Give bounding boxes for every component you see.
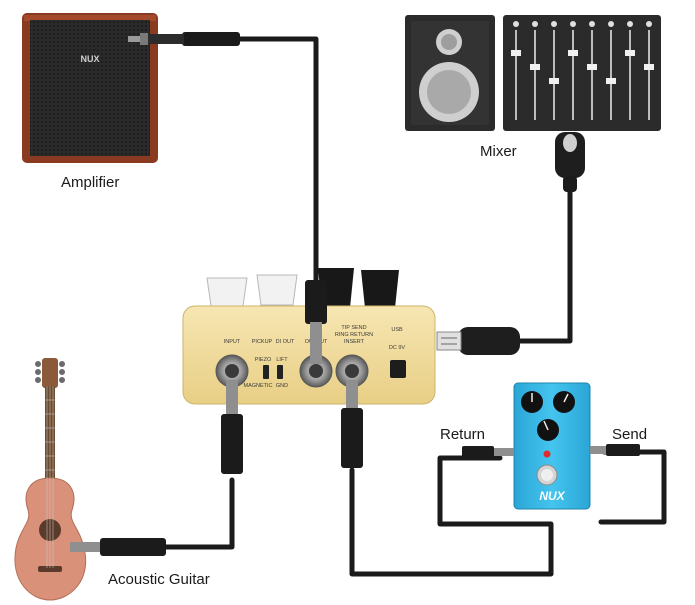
acoustic-guitar — [14, 358, 87, 601]
amplifier-label: Amplifier — [61, 174, 120, 191]
pickup-switch — [263, 365, 269, 379]
insert-plug — [341, 380, 363, 468]
pickup-label: PICKUP — [252, 339, 273, 345]
mixer-label: Mixer — [480, 143, 517, 160]
input-label: INPUT — [224, 339, 241, 345]
cable-guitar-to-input — [162, 477, 235, 550]
tip-send-label: TIP SEND — [341, 325, 366, 331]
magnetic-label: MAGNETIC — [243, 383, 272, 389]
return-plug — [462, 446, 514, 458]
send-label: Send — [612, 426, 648, 443]
pedal-led — [543, 450, 551, 458]
gnd-label: GND — [276, 383, 288, 389]
mixer-gain-knob — [608, 21, 614, 27]
mixer-fader-track — [629, 30, 631, 120]
mixer-gain-knob — [551, 21, 557, 27]
xlr-mic-plug — [555, 132, 585, 192]
mixer-fader-cap — [549, 78, 559, 84]
mixer-fader-track — [610, 30, 612, 120]
return-label: Return — [440, 426, 486, 443]
acoustic-guitar-label: Acoustic Guitar — [108, 571, 210, 588]
ring-return-label: RING RETURN — [335, 332, 373, 338]
amp-logo: NUX — [80, 54, 99, 64]
mixer-gain-knob — [513, 21, 519, 27]
dc-jack — [390, 360, 406, 378]
mixer-fader-track — [534, 30, 536, 120]
lift-label: LIFT — [276, 357, 288, 363]
cable-mixer-xlr — [517, 187, 573, 344]
mixer-speaker — [405, 15, 495, 131]
mixer-gain-knob — [627, 21, 633, 27]
guitar-plug — [70, 538, 166, 556]
cable-insert-loop — [349, 455, 554, 577]
output-plug — [305, 280, 327, 364]
ground-lift-switch — [277, 365, 283, 379]
insert-label: INSERT — [344, 339, 365, 345]
mixer-fader-track — [572, 30, 574, 120]
usb-label: USB — [391, 327, 403, 333]
mixer-fader-track — [515, 30, 517, 120]
mixer-gain-knob — [532, 21, 538, 27]
amp-plug — [128, 32, 240, 46]
mixer-fader-track — [648, 30, 650, 120]
dc-label: DC 9V — [389, 345, 406, 351]
cable-send — [598, 449, 667, 525]
effects-pedal: NUX — [513, 382, 591, 510]
cable-output-to-amp — [237, 36, 319, 293]
di-out-label: DI OUT — [276, 339, 295, 345]
amp-grille — [30, 20, 150, 156]
mixer-fader-cap — [625, 50, 635, 56]
mixer-console — [503, 15, 661, 131]
mixer-gain-knob — [589, 21, 595, 27]
mixer-fader-cap — [587, 64, 597, 70]
di-box: INPUT PICKUP DI OUT OUTPUT TIP SEND RING… — [182, 268, 436, 405]
mixer-fader-track — [553, 30, 555, 120]
mixer-fader-cap — [644, 64, 654, 70]
send-plug — [590, 444, 640, 456]
pedal-logo: NUX — [539, 489, 565, 503]
mixer-fader-cap — [511, 50, 521, 56]
xlr-di-plug — [436, 327, 520, 355]
mixer-fader-cap — [530, 64, 540, 70]
mixer-fader-cap — [568, 50, 578, 56]
amplifier: NUX — [22, 13, 158, 163]
piezo-label: PIEZO — [255, 357, 272, 363]
mixer-gain-knob — [570, 21, 576, 27]
mixer-gain-knob — [646, 21, 652, 27]
mixer-fader-cap — [606, 78, 616, 84]
input-plug — [221, 380, 243, 474]
mixer-fader-track — [591, 30, 593, 120]
